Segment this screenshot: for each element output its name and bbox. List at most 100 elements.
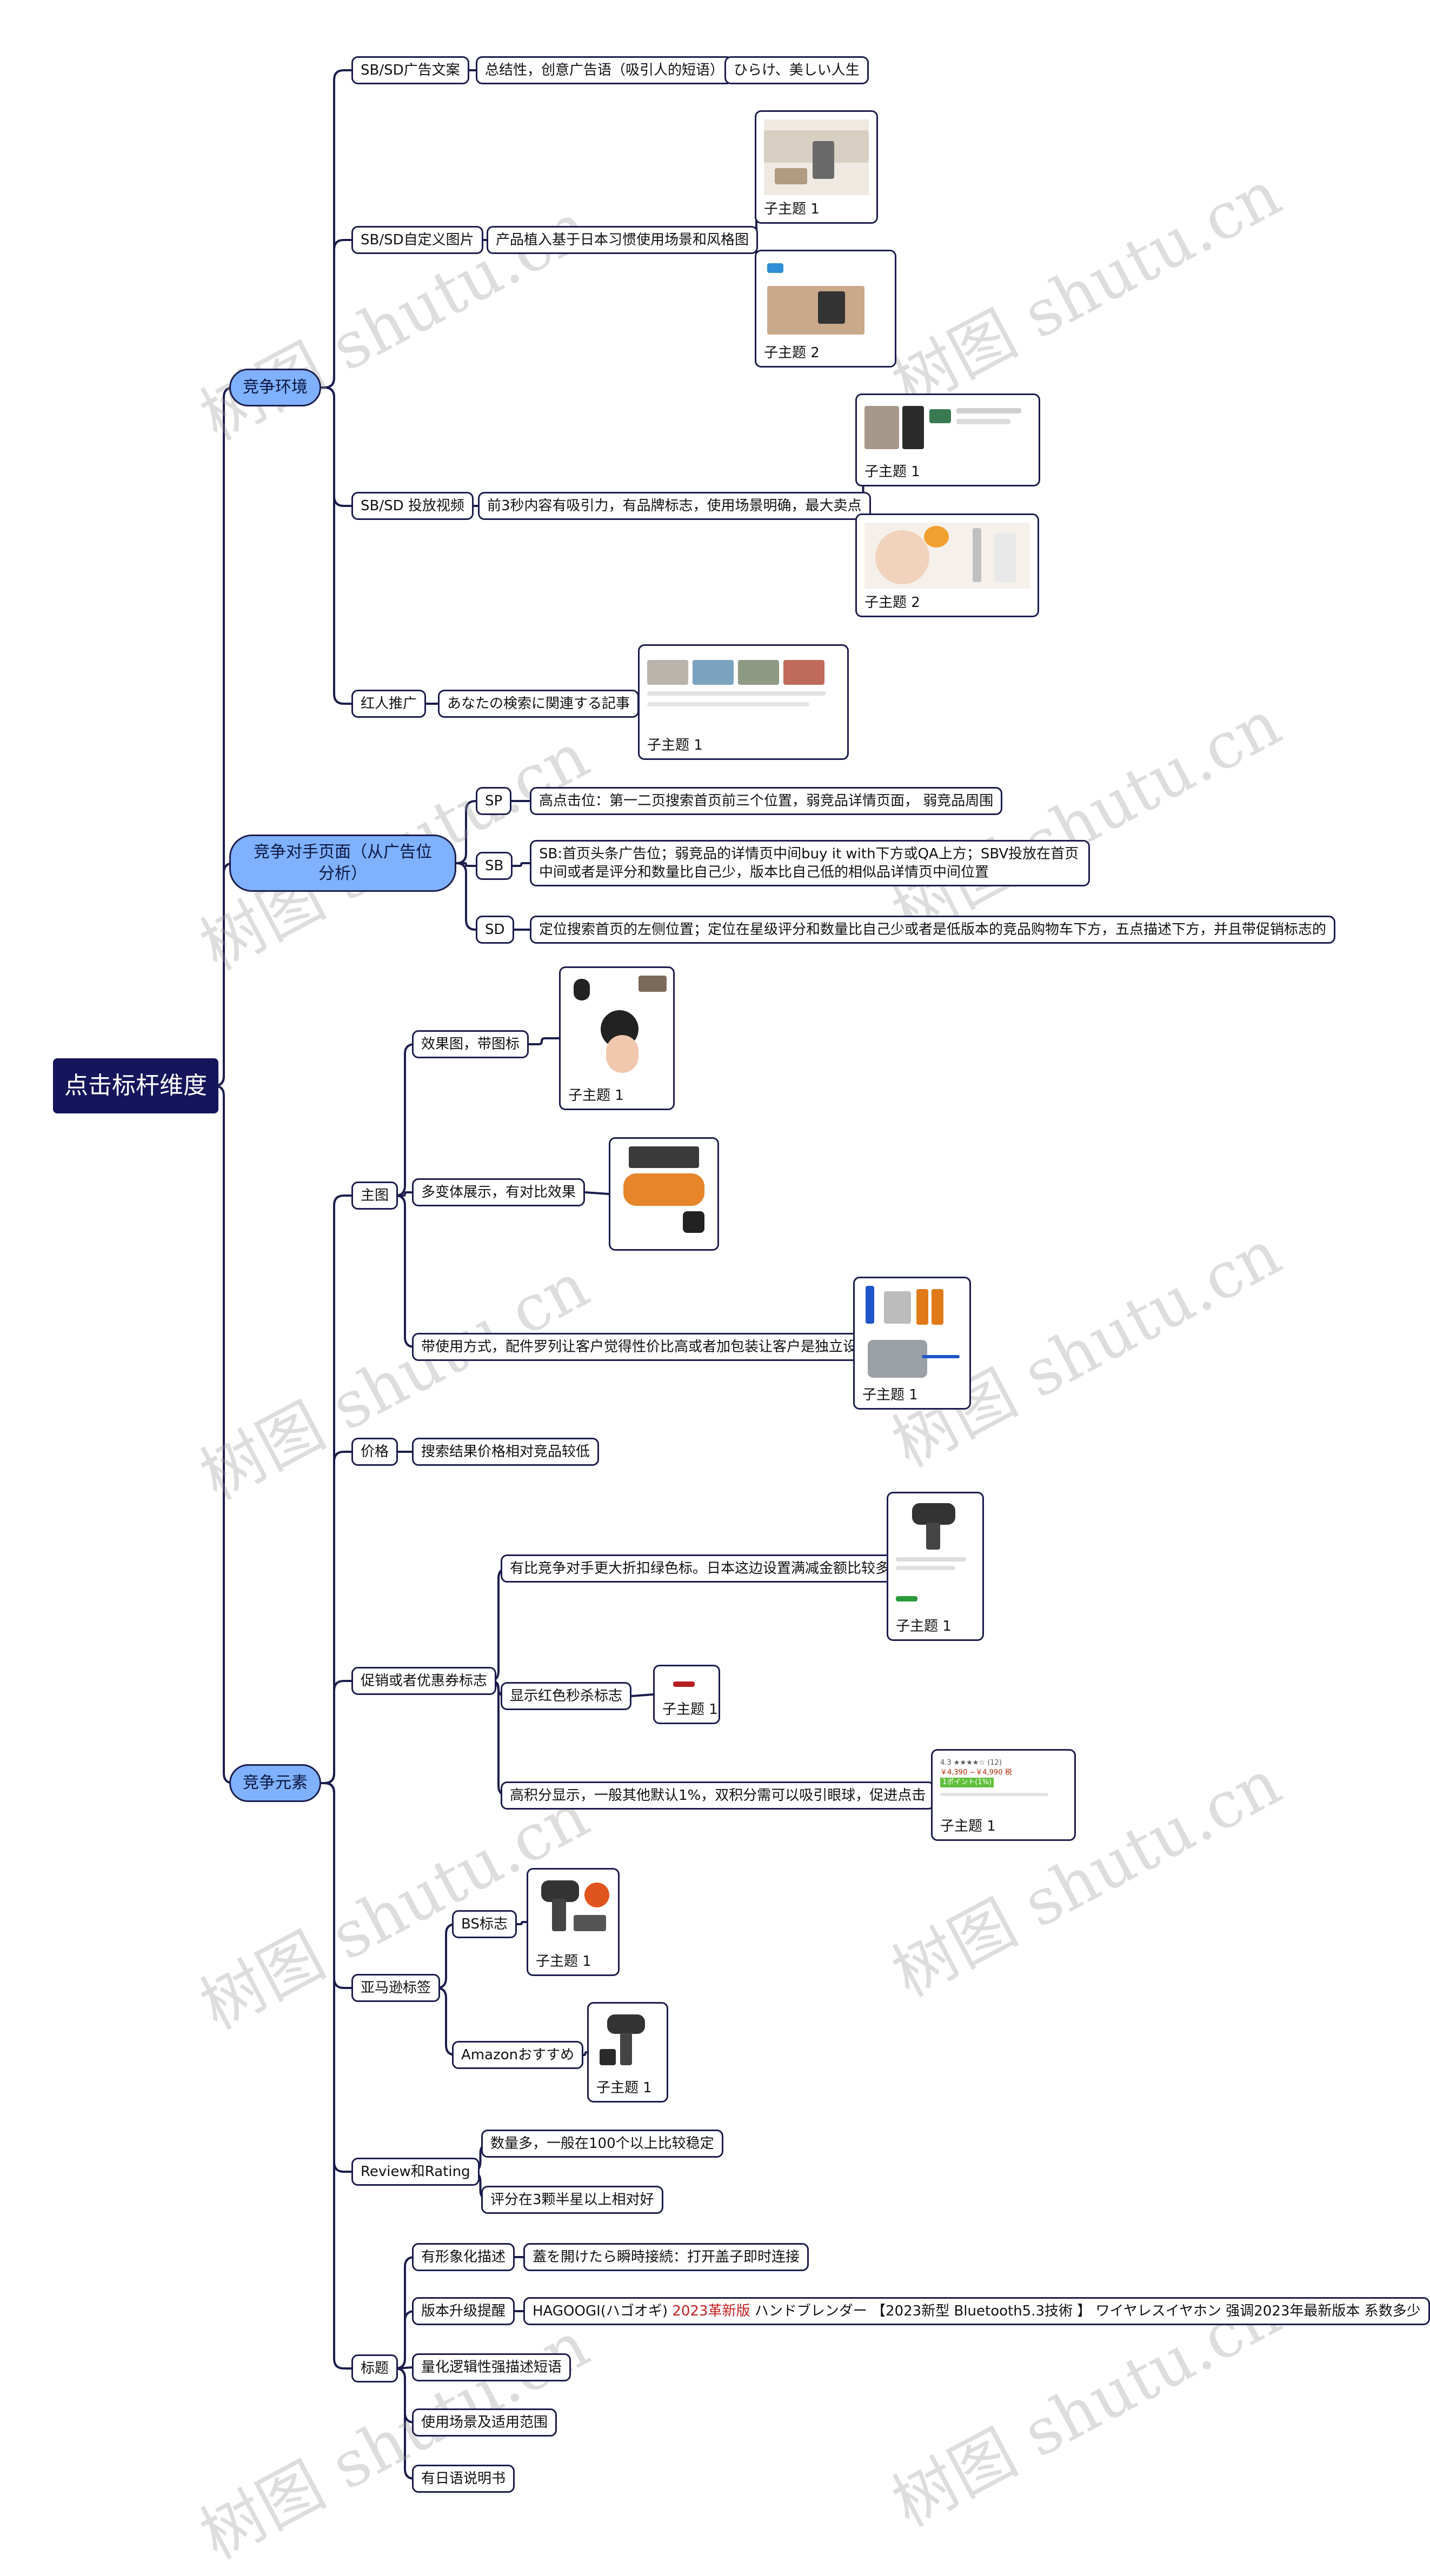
connector-line	[395, 1043, 415, 1197]
topic-japanese-manual[interactable]: 有日语说明书	[412, 2465, 515, 2493]
card-caption: 子主题 1	[764, 201, 820, 217]
topic-related-articles[interactable]: あなたの検索に関連する記事	[438, 690, 640, 718]
topic-effect-image[interactable]: 效果图，带图标	[412, 1030, 529, 1058]
article-thumbnails	[647, 653, 840, 731]
topic-sbsd-custom-image[interactable]: SB/SD自定义图片	[351, 226, 483, 254]
card-caption: 子主题 1	[940, 1818, 996, 1834]
topic-sb-detail[interactable]: SB:首页头条广告位；弱竞品的详情页中间buy it with下方或QA上方；S…	[530, 840, 1090, 886]
image-card-subtopic[interactable]: 子主题 1	[853, 1277, 971, 1410]
card-caption: 子主题 1	[536, 1953, 591, 1970]
image-card-subtopic[interactable]: 子主题 1	[653, 1665, 720, 1724]
connector-line	[517, 1921, 527, 1925]
card-caption: 子主题 1	[568, 1087, 624, 1104]
topic-high-points[interactable]: 高积分显示，一般其他默认1%，双积分需可以吸引眼球，促进点击	[501, 1781, 935, 1810]
topic-lower-price[interactable]: 搜索结果价格相对竞品较低	[412, 1438, 600, 1466]
connector-line	[631, 1693, 654, 1697]
image-card-subtopic[interactable]: 子主题 1	[527, 1868, 620, 1976]
topic-bs-badge[interactable]: BS标志	[452, 1910, 517, 1938]
image-card-subtopic[interactable]: 子主题 2	[855, 513, 1039, 617]
image-card-subtopic[interactable]: 子主题 1	[638, 644, 849, 760]
connector-line	[321, 239, 351, 389]
topic-promo-badge[interactable]: 促销或者优惠券标志	[351, 1667, 497, 1695]
card-caption: 子主题 2	[764, 345, 820, 361]
topic-rival-pages[interactable]: 竞争对手页面（从广告位分析）	[229, 835, 456, 892]
connector-line	[214, 1085, 234, 1784]
connector-line	[456, 862, 476, 931]
connector-line	[214, 862, 234, 1087]
earbud-hand-photo	[568, 976, 667, 1082]
topic-sb[interactable]: SB	[476, 852, 513, 880]
topic-variant-display[interactable]: 多变体展示，有对比效果	[412, 1178, 586, 1206]
root-topic[interactable]: 点击标杆维度	[53, 1058, 218, 1113]
card-caption: 子主题 1	[864, 464, 920, 480]
topic-main-image[interactable]: 主图	[351, 1182, 398, 1210]
red-sale-tag	[662, 1674, 711, 1693]
card-caption: 子主题 1	[596, 2080, 652, 2096]
connector-line	[583, 2051, 587, 2056]
topic-sd-detail[interactable]: 定位搜索首页的左侧位置；定位在星级评分和数量比自己少或者是低版本的竞品购物车下方…	[530, 916, 1336, 944]
card-caption: 子主题 1	[862, 1387, 918, 1403]
topic-amazon-tags[interactable]: 亚马逊标签	[351, 1974, 441, 2002]
topic-version-example[interactable]: HAGOOGI(ハゴオギ) 2023革新版 ハンドブレンダー 【2023新型 B…	[523, 2297, 1430, 2325]
topic-influencer[interactable]: 红人推广	[351, 690, 427, 718]
connector-line	[321, 1782, 351, 2370]
topic-rating-level[interactable]: 评分在3颗半星以上相对好	[481, 2186, 663, 2214]
ad-banner-photo	[764, 259, 887, 339]
topic-green-discount-badge[interactable]: 有比竞争对手更大折扣绿色标。日本这边设置满减金额比较多	[501, 1554, 899, 1583]
connector-line	[584, 1191, 609, 1195]
connector-line	[321, 386, 351, 507]
topic-red-flash-sale[interactable]: 显示红色秒杀标志	[501, 1682, 632, 1710]
title-example-rest: ハンドブレンダー 【2023新型 Bluetooth5.3技術 】 ワイヤレスイ…	[750, 2303, 1421, 2319]
price-range: ￥4,390 ~￥4,990 税	[940, 1769, 1012, 1777]
image-card-subtopic[interactable]: 子主题 1	[587, 2002, 668, 2103]
connector-line	[513, 862, 530, 867]
topic-sd[interactable]: SD	[476, 916, 514, 944]
image-card-subtopic[interactable]: 子主题 2	[755, 250, 896, 368]
connector-lines	[214, 69, 935, 2480]
rating-stars: 4.3 ★★★★☆ (12)	[940, 1759, 1002, 1767]
topic-product-scene-image[interactable]: 产品植入基于日本习惯使用场景和风格图	[487, 226, 759, 254]
card-caption: 子主题 1	[647, 737, 703, 753]
topic-quantified-phrases[interactable]: 量化逻辑性强描述短语	[412, 2353, 571, 2381]
topic-use-scenarios[interactable]: 使用场景及适用范围	[412, 2408, 557, 2437]
card-caption: 子主题 1	[896, 1618, 952, 1634]
topic-sbsd-ad-copy[interactable]: SB/SD广告文案	[351, 56, 469, 84]
image-card-subtopic[interactable]: 子主题 1	[887, 1492, 984, 1641]
living-room-photo	[764, 119, 869, 195]
topic-version-upgrade[interactable]: 版本升级提醒	[412, 2297, 515, 2325]
topic-review-rating[interactable]: Review和Rating	[351, 2158, 480, 2186]
mind-map-canvas: 树图 shutu.cn 树图 shutu.cn 树图 shutu.cn 树图 s…	[53, 56, 1430, 2573]
connector-line	[321, 1680, 351, 1784]
topic-ad-copy-summary[interactable]: 总结性，创意广告语（吸引人的短语）	[476, 56, 734, 84]
topic-competitive-elements[interactable]: 竞争元素	[229, 1764, 321, 1802]
topic-ad-slogan[interactable]: ひらけ、美しい人生	[724, 56, 869, 84]
image-card-subtopic[interactable]: 4.3 ★★★★☆ (12) ￥4,390 ~￥4,990 税 1ポイント(1%…	[931, 1749, 1076, 1841]
topic-vivid-description[interactable]: 有形象化描述	[412, 2243, 515, 2271]
topic-competitive-environment[interactable]: 竞争环境	[229, 369, 321, 406]
topic-video-hook[interactable]: 前3秒内容有吸引力，有品牌标志，使用场景明确，最大卖点	[478, 492, 871, 520]
connector-line	[321, 1194, 351, 1784]
topic-sp-detail[interactable]: 高点击位：第一二页搜索首页前三个位置，弱竞品详情页面， 弱竞品周围	[530, 787, 1003, 815]
connector-line	[456, 800, 476, 864]
topic-sp[interactable]: SP	[476, 787, 512, 815]
image-card-subtopic[interactable]: 子主题 1	[855, 393, 1040, 486]
massage-gun-kit-photo	[536, 1877, 610, 1947]
connector-line	[395, 1194, 415, 1348]
topic-review-count[interactable]: 数量多，一般在100个以上比较稳定	[481, 2130, 723, 2158]
topic-usage-accessories[interactable]: 带使用方式，配件罗列让客户觉得性价比高或者加包装让客户是独立设计	[412, 1333, 881, 1361]
topic-price[interactable]: 价格	[351, 1438, 398, 1466]
rating-points-mock: 4.3 ★★★★☆ (12) ￥4,390 ~￥4,990 税 1ポイント(1%…	[940, 1758, 1067, 1812]
topic-amazon-recommend[interactable]: Amazonおすすめ	[452, 2041, 584, 2069]
connector-line	[398, 1191, 412, 1197]
topic-listing-title[interactable]: 标题	[351, 2354, 398, 2383]
image-card[interactable]	[609, 1137, 719, 1251]
image-card-subtopic[interactable]: 子主题 1	[559, 966, 675, 1110]
image-card-subtopic[interactable]: 子主题 1	[755, 110, 878, 224]
connector-line	[321, 386, 351, 705]
connector-line	[321, 1451, 351, 1784]
topic-sbsd-video[interactable]: SB/SD 投放视频	[351, 492, 474, 520]
accessories-photo	[862, 1286, 962, 1381]
points-badge: 1ポイント(1%)	[940, 1778, 994, 1787]
topic-vivid-example[interactable]: 蓋を開けたら瞬時接続：打开盖子即时连接	[523, 2243, 809, 2271]
title-example-brand: HAGOOGI(ハゴオギ)	[533, 2303, 673, 2319]
